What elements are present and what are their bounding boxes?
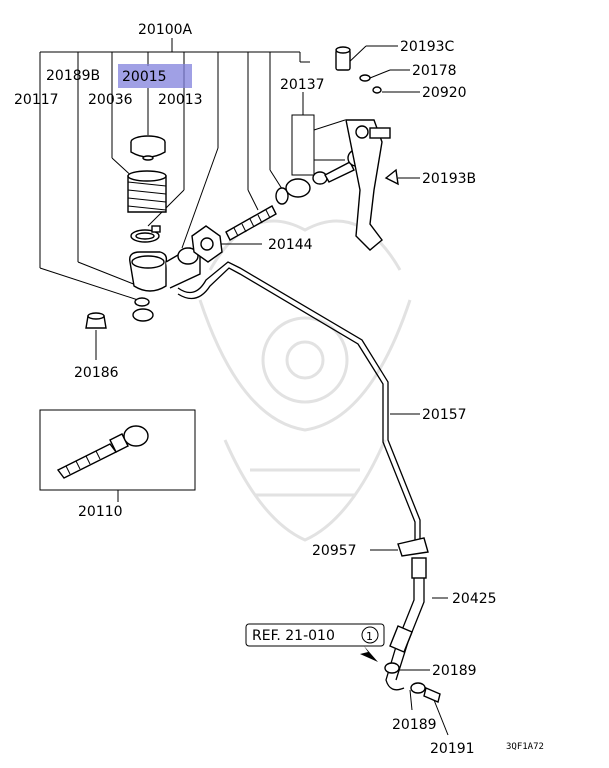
leader-lines	[39, 38, 449, 736]
piston-rod-assembly	[225, 149, 365, 241]
label-20425[interactable]: 20425	[452, 591, 497, 607]
label-20117[interactable]: 20117	[14, 92, 59, 108]
label-20193B[interactable]: 20193B	[422, 171, 476, 187]
repair-kit-contents	[56, 425, 149, 479]
label-20015[interactable]: 20015	[122, 69, 167, 85]
label-20110[interactable]: 20110	[78, 504, 123, 520]
label-20920[interactable]: 20920	[422, 85, 467, 101]
clutch-pipe	[177, 261, 421, 545]
label-20191[interactable]: 20191	[430, 741, 475, 757]
clutch-hose	[385, 557, 427, 691]
label-20144[interactable]: 20144	[268, 237, 313, 253]
ref-box	[245, 623, 385, 647]
watermark-emblem	[198, 219, 412, 542]
ref-number: 1	[366, 630, 373, 643]
ref-arrow-icon	[360, 646, 378, 662]
pipe-clip	[397, 537, 429, 557]
label-20137[interactable]: 20137	[280, 77, 325, 93]
label-20157[interactable]: 20157	[422, 407, 467, 423]
highlight-box	[118, 64, 192, 88]
label-20186[interactable]: 20186	[74, 365, 119, 381]
diagram-code: 3QF1A72	[506, 742, 544, 752]
union-bolt-parts	[384, 662, 441, 703]
master-cylinder-body	[129, 247, 201, 292]
label-20957[interactable]: 20957	[312, 543, 357, 559]
label-20189B[interactable]: 20189B	[46, 68, 100, 84]
ref-circle	[361, 626, 379, 644]
reservoir-spring	[127, 170, 167, 213]
clutch-pedal	[345, 119, 399, 251]
part-labels: 20100A 20189B 20015 20117 20036 20013 20…	[14, 22, 544, 757]
label-20036[interactable]: 20036	[88, 92, 133, 108]
label-20189-upper[interactable]: 20189	[432, 663, 477, 679]
label-20193C[interactable]: 20193C	[400, 39, 455, 55]
hose-clamp	[130, 225, 161, 243]
label-20189-lower[interactable]: 20189	[392, 717, 437, 733]
flange-gasket	[191, 225, 223, 263]
nut-20186	[85, 312, 107, 329]
reservoir-small-part	[132, 297, 154, 322]
label-20178[interactable]: 20178	[412, 63, 457, 79]
ref-label[interactable]: REF. 21-010	[252, 628, 335, 644]
label-20013[interactable]: 20013	[158, 92, 203, 108]
label-20100A[interactable]: 20100A	[138, 22, 193, 38]
pedal-pin	[335, 46, 382, 94]
reservoir-cap	[130, 135, 166, 161]
